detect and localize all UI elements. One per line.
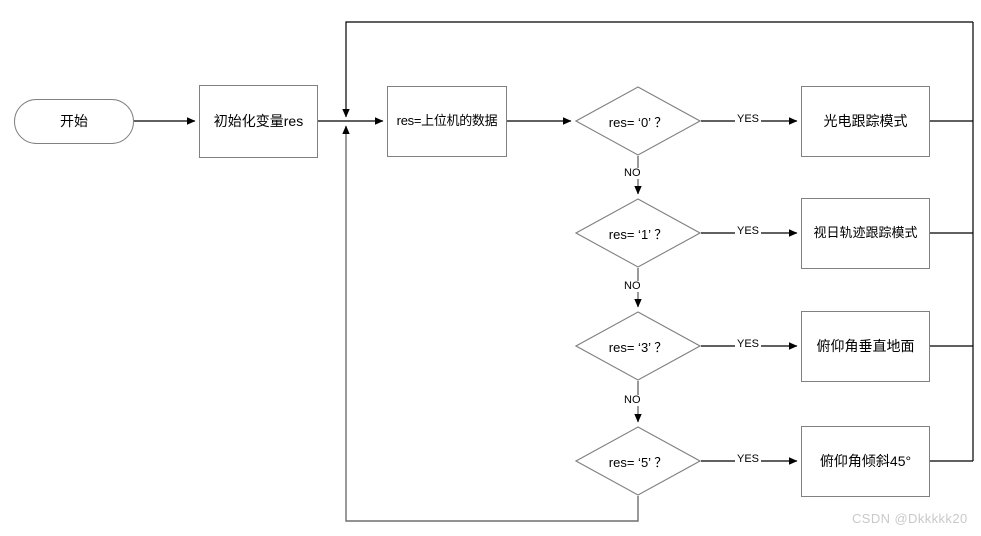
result-pitch-tilt-45[interactable]: 俯仰角倾斜45° [801, 426, 930, 497]
wire-loop-top [342, 21, 973, 118]
start-label: 开始 [60, 112, 88, 129]
decision-res-1-yes-label: YES [735, 225, 762, 237]
decision-res-3-label: res= ‘3’ ？ [608, 339, 668, 355]
process-init-label: 初始化变量res [213, 112, 304, 129]
decision-res-1-label: res= ‘1’ ？ [608, 226, 668, 242]
csdn-watermark: CSDN @Dkkkkk20 [852, 511, 968, 526]
decision-res-0-yes-label: YES [735, 113, 762, 125]
process-read-label: res=上位机的数据 [396, 113, 498, 129]
decision-res-5-yes-label: YES [735, 453, 762, 465]
result-pitch-perpendicular-label: 俯仰角垂直地面 [816, 337, 915, 354]
decision-res-5-label: res= ‘5’ ？ [608, 454, 668, 470]
start-terminator[interactable]: 开始 [14, 99, 134, 144]
decision-res-0-label: res= ‘0’ ？ [608, 114, 668, 130]
decision-res-1-no-label: NO [622, 280, 643, 292]
result-pitch-tilt-45-label: 俯仰角倾斜45° [819, 452, 912, 469]
decision-res-0[interactable]: res= ‘0’ ？ [575, 86, 701, 156]
wire-loop-bottom [342, 125, 639, 522]
process-init-variable[interactable]: 初始化变量res [199, 85, 318, 158]
result-solar-trajectory-mode-label: 视日轨迹跟踪模式 [813, 225, 918, 241]
decision-res-3[interactable]: res= ‘3’ ？ [575, 311, 701, 381]
decision-res-0-no-label: NO [622, 167, 643, 179]
decision-res-3-yes-label: YES [735, 338, 762, 350]
result-pitch-perpendicular[interactable]: 俯仰角垂直地面 [801, 311, 930, 382]
result-solar-trajectory-mode[interactable]: 视日轨迹跟踪模式 [801, 198, 930, 269]
process-read-host-data[interactable]: res=上位机的数据 [387, 86, 507, 157]
decision-res-5[interactable]: res= ‘5’ ？ [575, 426, 701, 496]
result-optical-tracking-mode[interactable]: 光电跟踪模式 [801, 86, 930, 157]
decision-res-1[interactable]: res= ‘1’ ？ [575, 198, 701, 268]
decision-res-3-no-label: NO [622, 394, 643, 406]
result-optical-tracking-mode-label: 光电跟踪模式 [823, 112, 908, 129]
